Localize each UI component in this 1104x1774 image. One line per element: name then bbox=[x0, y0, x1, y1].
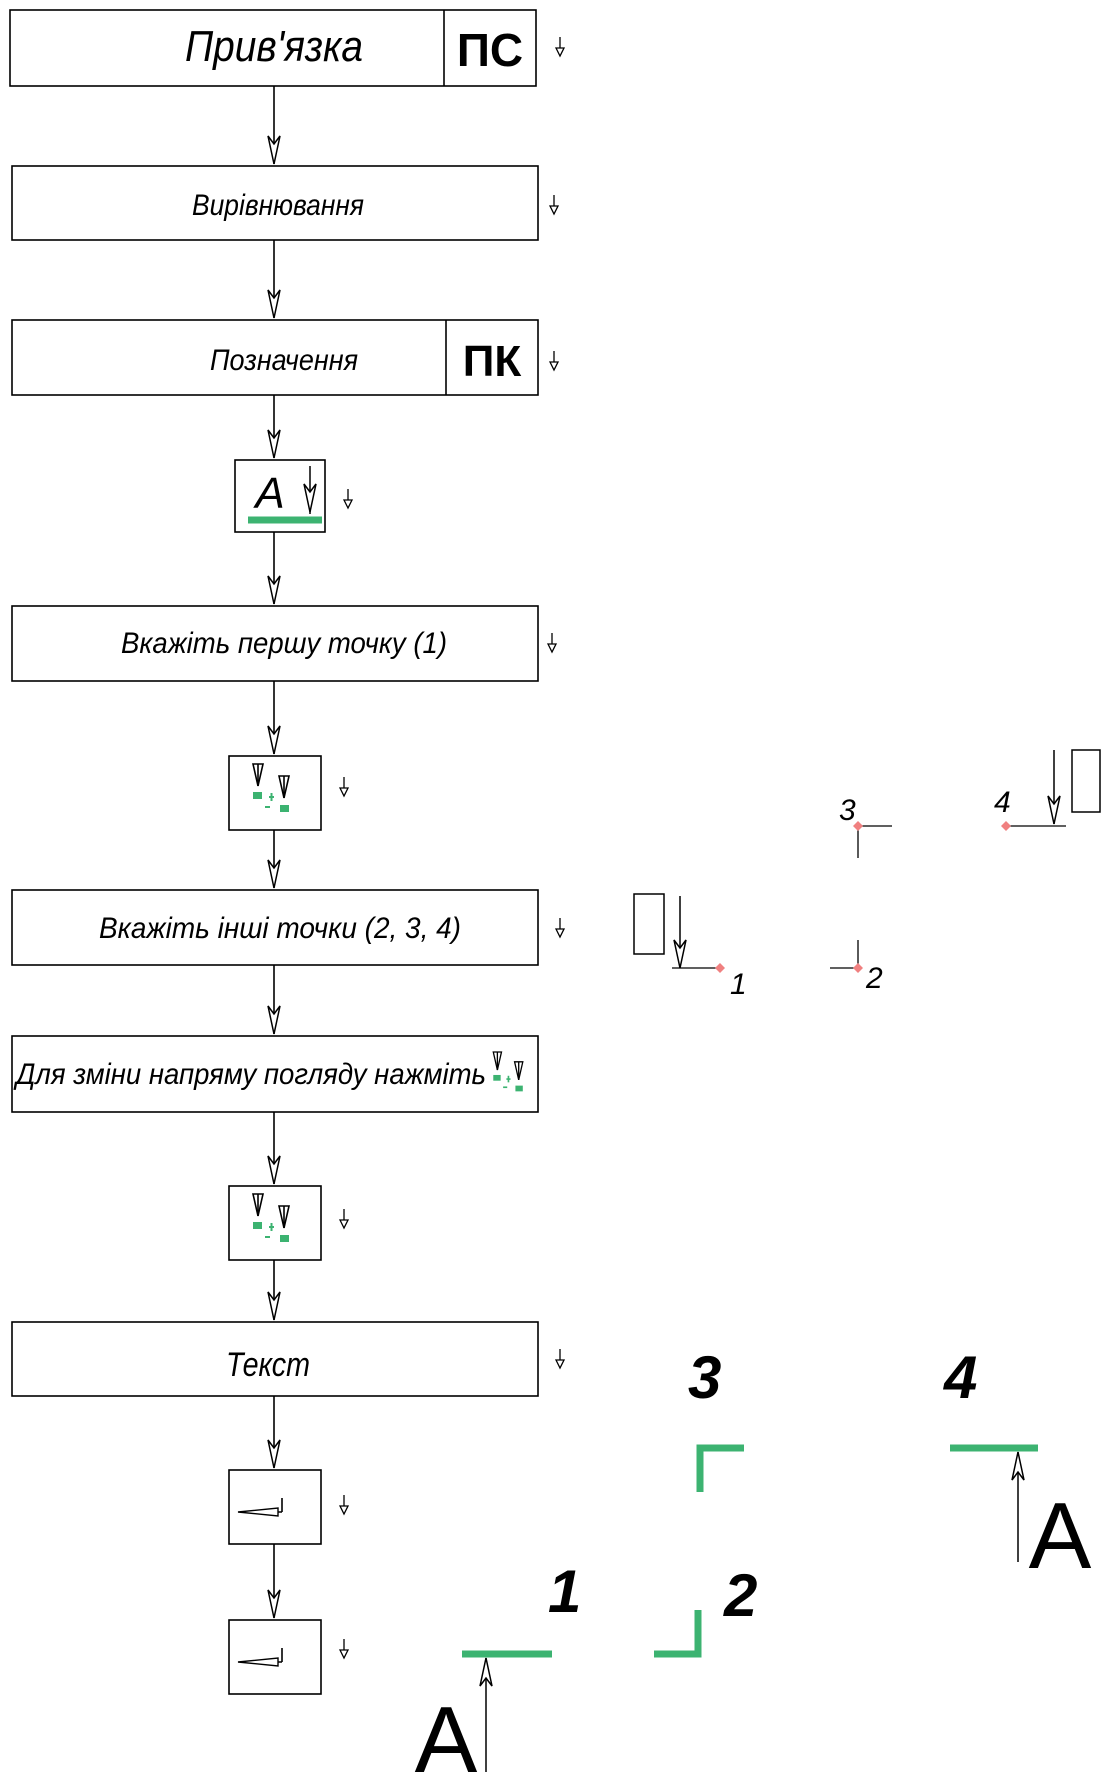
designation-key-label[interactable]: ПК bbox=[463, 337, 522, 386]
section-corner-2 bbox=[654, 1610, 702, 1658]
cursor-frame bbox=[1071, 749, 1101, 813]
step-text-label: Текст bbox=[226, 1346, 310, 1384]
enter-key-box bbox=[228, 1619, 322, 1695]
down-arrow-icon bbox=[555, 36, 565, 57]
down-arrow-icon bbox=[339, 776, 349, 797]
section-symbol-button[interactable]: A bbox=[234, 459, 326, 533]
step-alignment-label: Вирівнювання bbox=[192, 189, 364, 222]
result-point-2-label: 2 bbox=[723, 1562, 757, 1629]
step-text[interactable]: Текст bbox=[11, 1321, 539, 1397]
step-binding-label: Прив'язка bbox=[185, 22, 363, 71]
result-letter-a: A bbox=[415, 1687, 478, 1774]
result-letter-b: A bbox=[1029, 1483, 1092, 1588]
direction-toggle-button[interactable] bbox=[228, 755, 322, 831]
down-arrow-icon bbox=[555, 917, 565, 938]
step-other-points-label: Вкажіть інші точки (2, 3, 4) bbox=[99, 912, 461, 945]
step-other-points[interactable]: Вкажіть інші точки (2, 3, 4) bbox=[11, 889, 539, 966]
step-binding[interactable]: Прив'язка ПС bbox=[9, 9, 537, 87]
step-designation-box bbox=[11, 319, 539, 396]
step-other-points-box bbox=[11, 889, 539, 966]
result-point-1-label: 1 bbox=[548, 1558, 581, 1625]
point-4-label: 4 bbox=[994, 786, 1011, 819]
enter-key-button[interactable] bbox=[228, 1469, 322, 1545]
cursor-frame bbox=[633, 893, 665, 955]
point-3-label: 3 bbox=[839, 794, 856, 827]
flow-connectors bbox=[267, 86, 281, 1619]
enter-key-button-2[interactable] bbox=[228, 1619, 322, 1695]
down-arrow-icon bbox=[549, 194, 559, 215]
point-sketch: 1 2 3 4 bbox=[633, 749, 1101, 1001]
section-corner-3 bbox=[696, 1444, 744, 1492]
point-4-marker bbox=[1001, 821, 1011, 831]
step-alignment[interactable]: Вирівнювання bbox=[11, 165, 539, 241]
step-change-view-box bbox=[11, 1035, 539, 1113]
enter-key-box bbox=[228, 1469, 322, 1545]
step-first-point[interactable]: Вкажіть першу точку (1) bbox=[11, 605, 539, 682]
step-change-view[interactable]: Для зміни напряму погляду нажміть bbox=[11, 1035, 539, 1113]
step-designation[interactable]: Позначення ПК bbox=[11, 319, 539, 396]
down-arrow-icon bbox=[343, 488, 353, 509]
point-1-marker bbox=[715, 963, 725, 973]
down-arrow-icon bbox=[549, 350, 559, 371]
point-1-label: 1 bbox=[730, 968, 747, 1001]
point-2-marker bbox=[853, 963, 863, 973]
step-text-box bbox=[11, 1321, 539, 1397]
section-result-sketch: 3 4 A 1 2 A bbox=[415, 1344, 1092, 1774]
binding-key-label[interactable]: ПС bbox=[457, 24, 523, 76]
direction-toggle-box bbox=[228, 755, 322, 831]
step-designation-label: Позначення bbox=[210, 344, 358, 377]
result-point-4-label: 4 bbox=[943, 1344, 977, 1411]
step-binding-box bbox=[9, 9, 537, 87]
step-alignment-box bbox=[11, 165, 539, 241]
section-symbol-letter: A bbox=[252, 469, 284, 518]
point-2-label: 2 bbox=[865, 962, 883, 995]
step-first-point-box bbox=[11, 605, 539, 682]
down-arrow-icon bbox=[547, 632, 557, 653]
step-first-point-label: Вкажіть першу точку (1) bbox=[121, 627, 447, 660]
direction-toggle-box bbox=[228, 1185, 322, 1261]
down-arrow-icon bbox=[555, 1348, 565, 1369]
down-arrow-icon bbox=[339, 1494, 349, 1515]
result-point-3-label: 3 bbox=[688, 1344, 721, 1411]
point-3-marker bbox=[853, 821, 863, 831]
direction-toggle-button-2[interactable] bbox=[228, 1185, 322, 1261]
down-arrow-icon bbox=[339, 1208, 349, 1229]
down-arrow-icon bbox=[339, 1638, 349, 1659]
step-change-view-label: Для зміни напряму погляду нажміть bbox=[13, 1058, 486, 1091]
